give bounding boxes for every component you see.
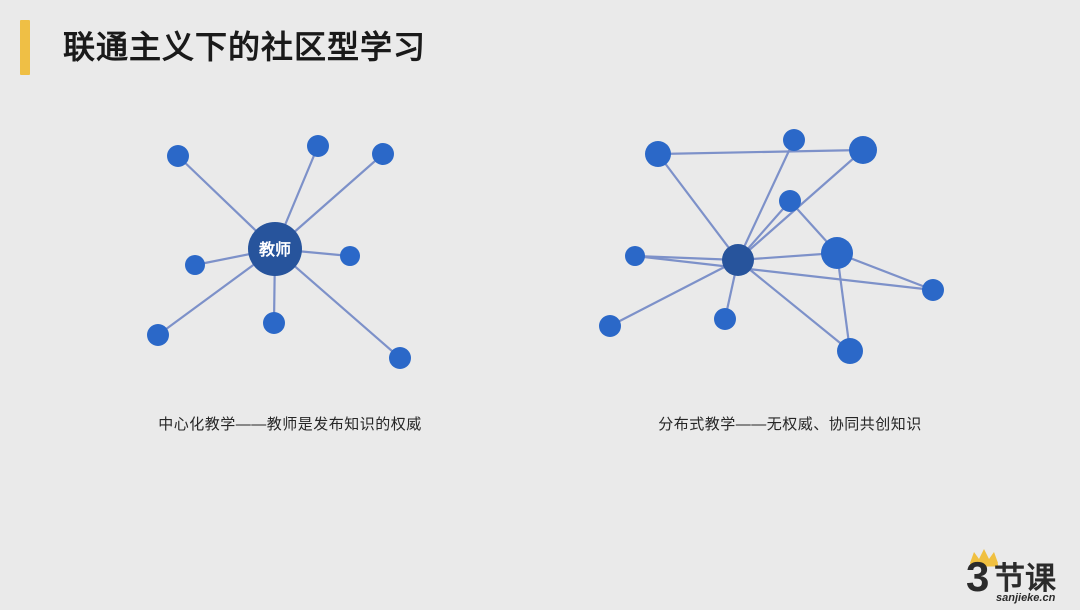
graph-hub-node xyxy=(248,222,302,276)
graph-node xyxy=(837,338,863,364)
graph-edge xyxy=(835,251,935,292)
crown-shape xyxy=(970,549,998,563)
logo-mark-3: 3 xyxy=(966,553,989,600)
graph-hub-label: 教师 xyxy=(259,240,291,259)
graph-node xyxy=(779,190,801,212)
distributed-network-panel xyxy=(575,108,995,398)
graph-node xyxy=(922,279,944,301)
graph-edge xyxy=(835,251,852,353)
crown-base xyxy=(970,563,998,567)
centralized-network-graph: 教师 xyxy=(147,135,411,369)
centralized-network-caption: 中心化教学——教师是发布知识的权威 xyxy=(158,416,422,433)
graph-node xyxy=(645,141,671,167)
graph-edge xyxy=(656,152,740,262)
graph-edge xyxy=(273,247,402,360)
graph-node xyxy=(389,347,411,369)
graph-edge xyxy=(633,254,740,262)
logo-artwork: 3 节课 sanjieke.cn xyxy=(966,549,1057,604)
crown-icon xyxy=(970,549,998,567)
graph-hub-node xyxy=(722,244,754,276)
graph-edge xyxy=(633,254,935,292)
graph-node xyxy=(783,129,805,151)
centralized-network-panel: 教师 xyxy=(100,108,500,398)
logo-wordmark: 节课 xyxy=(994,561,1057,596)
graph-edge xyxy=(736,138,796,262)
graph-edge xyxy=(736,148,865,262)
distributed-network-graph xyxy=(599,129,944,364)
logo-domain-text: sanjieke.cn xyxy=(996,592,1056,604)
distributed-network-caption: 分布式教学——无权威、协同共创知识 xyxy=(658,416,922,433)
graph-edge xyxy=(656,148,865,156)
graph-node xyxy=(167,145,189,167)
page-title-text: 联通主义下的社区型学习 xyxy=(63,29,427,65)
graph-node xyxy=(147,324,169,346)
title-accent-bar xyxy=(20,19,30,75)
graph-node xyxy=(625,246,645,266)
graph-node xyxy=(263,312,285,334)
graph-edge xyxy=(736,258,852,353)
graph-node xyxy=(185,255,205,275)
graph-node xyxy=(821,237,853,269)
graph-node xyxy=(307,135,329,157)
page-title: 联通主义下的社区型学习 xyxy=(0,18,426,76)
graph-edge xyxy=(736,251,839,262)
graph-node xyxy=(340,246,360,266)
graph-node xyxy=(372,143,394,165)
graph-node xyxy=(714,308,736,330)
graph-edge xyxy=(608,258,740,328)
graph-node xyxy=(849,136,877,164)
graph-node xyxy=(599,315,621,337)
sanjieke-logo: 3 节课 sanjieke.cn xyxy=(960,543,1072,605)
